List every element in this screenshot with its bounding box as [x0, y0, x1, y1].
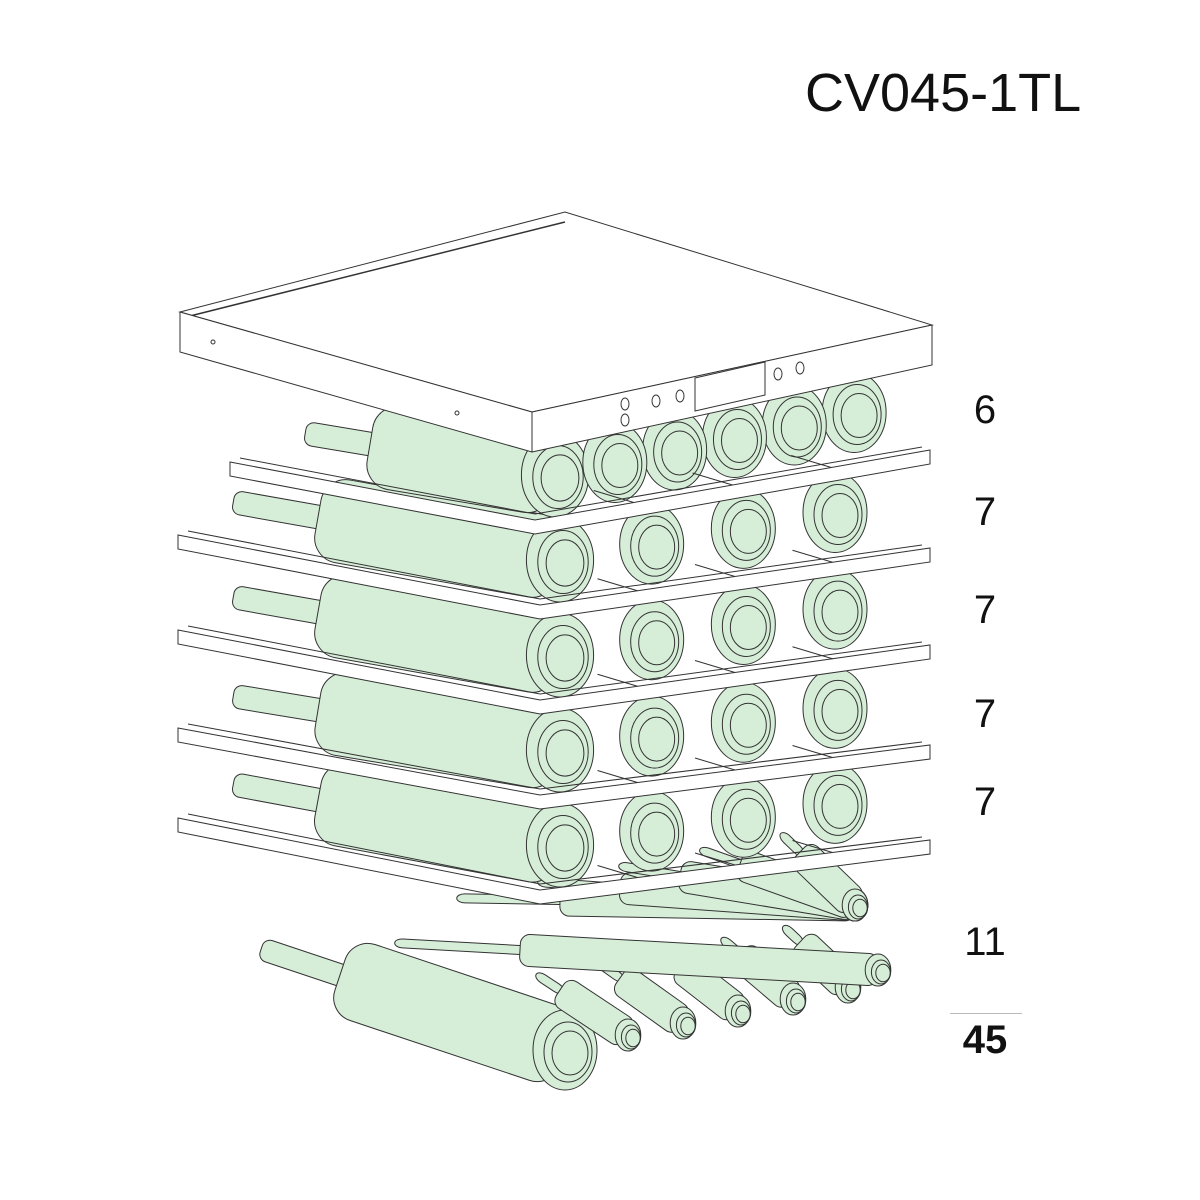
button	[620, 397, 630, 411]
shelf-slat	[597, 865, 638, 878]
bottles-layer	[177, 372, 931, 1091]
long-bottle	[394, 934, 879, 986]
shelf-count-5: 7	[973, 780, 997, 824]
shelf-front-rail	[177, 534, 931, 620]
button	[795, 361, 805, 375]
shelf-slat	[694, 757, 736, 771]
shelf-count-4: 7	[973, 692, 997, 736]
bottom-count: 11	[964, 920, 1006, 964]
shelf-slat	[597, 770, 638, 783]
bottle-neck	[394, 938, 539, 956]
long-bottle	[259, 939, 572, 1083]
shelf-count-2: 7	[973, 490, 997, 534]
total-divider	[950, 1013, 1022, 1014]
shelf-slat	[792, 549, 833, 563]
shelf-1-bottles	[304, 372, 887, 518]
total-count: 45	[962, 1018, 1008, 1062]
shelf-front-rail	[177, 629, 931, 715]
shelf-count-3: 7	[973, 588, 997, 632]
shelf-count-1: 6	[973, 388, 997, 432]
shelf-front-rail	[177, 817, 931, 905]
shelf-slat	[791, 455, 832, 468]
shelf-slat	[694, 852, 736, 866]
shelf-slat	[593, 490, 634, 503]
shelf-slat	[792, 840, 833, 853]
button	[773, 367, 783, 381]
shelf-slat	[692, 472, 733, 486]
top-control-unit	[178, 211, 934, 453]
button	[620, 413, 630, 427]
shelf-slat	[597, 578, 638, 592]
shelf-front-rail	[229, 449, 931, 535]
shelf-2	[177, 530, 931, 620]
model-title: CV045-1TL	[805, 63, 1082, 123]
shelf-4	[177, 723, 931, 810]
shelf-1	[229, 446, 931, 535]
bottom-bottles	[259, 832, 892, 1091]
shelf-3	[177, 625, 931, 715]
shelf-slat	[792, 646, 833, 660]
shelf-slat	[694, 564, 736, 577]
shelf-5	[177, 813, 931, 905]
shelf-slat	[597, 673, 638, 687]
shelf-slat	[694, 660, 736, 673]
shelf-3-bottles	[232, 568, 868, 698]
button	[651, 394, 661, 408]
button	[675, 389, 685, 403]
display-screen-panel	[694, 361, 766, 412]
shelf-slat	[792, 745, 833, 758]
shelf-front-rail	[177, 727, 931, 810]
